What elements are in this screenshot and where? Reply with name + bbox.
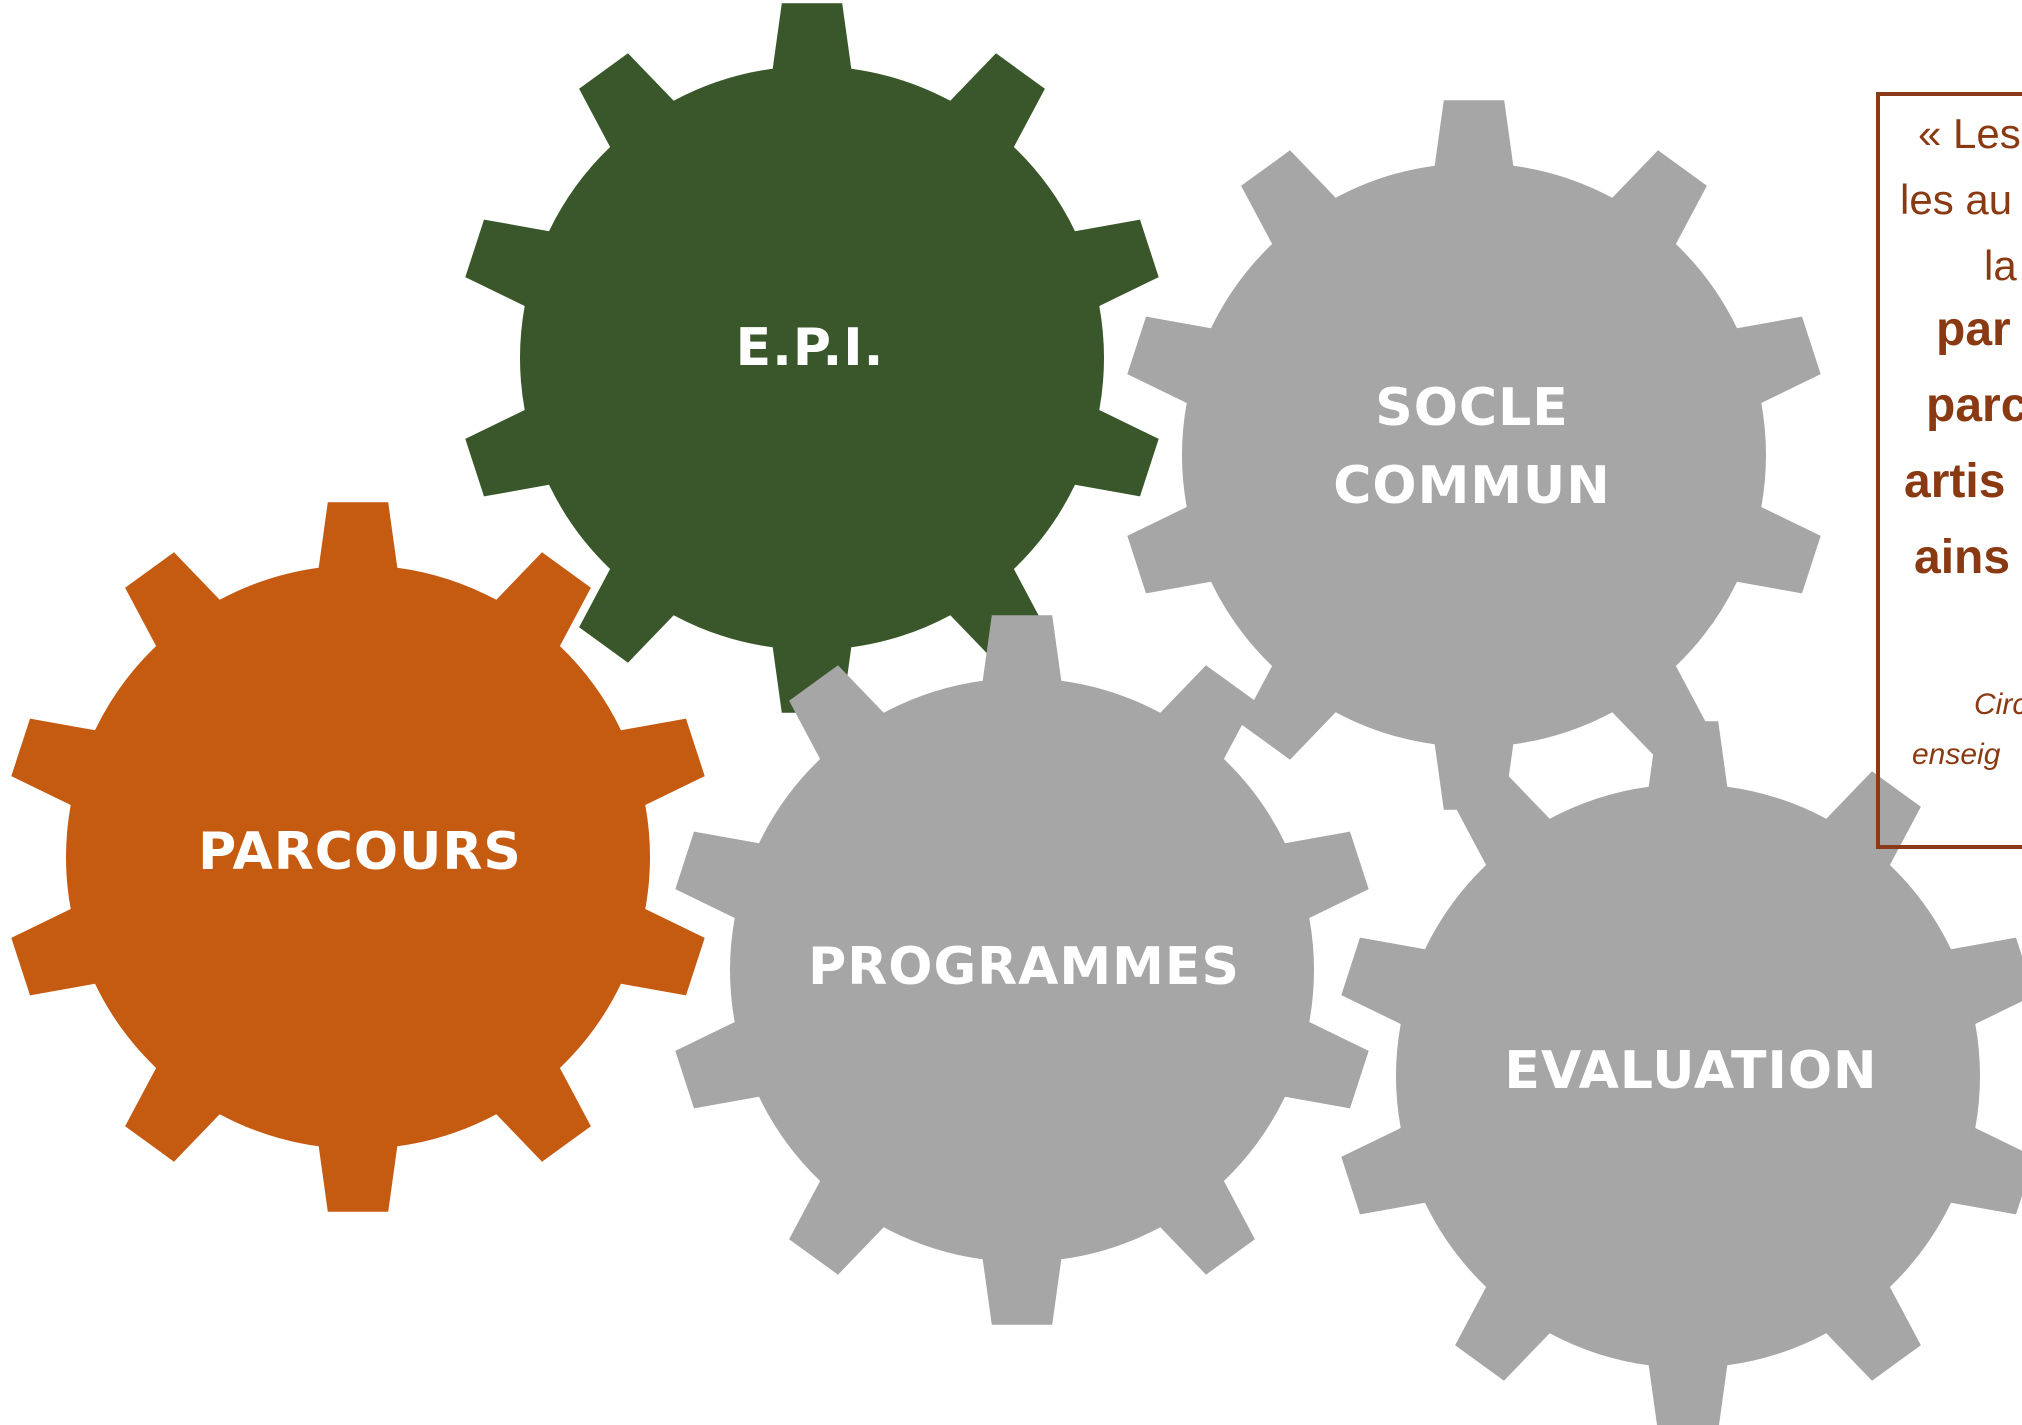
quote-line-5: parc xyxy=(1926,379,2022,432)
gear-epi xyxy=(465,3,1159,713)
gear-label-epi: E.P.I. xyxy=(735,318,885,378)
quote-source-line-2: enseig xyxy=(1912,738,2001,771)
gear-label-programmes: PROGRAMMES xyxy=(808,937,1240,997)
gear-parcours xyxy=(11,502,705,1212)
gear-label-parcours: PARCOURS xyxy=(198,822,522,882)
gear-socle xyxy=(1127,100,1821,810)
quote-line-6: artis xyxy=(1904,455,2006,508)
gear-label-socle-line1: SOCLE xyxy=(1375,378,1569,438)
gear-programmes xyxy=(675,615,1369,1325)
quote-box: « Les les au la par parc artis ains Circ… xyxy=(1876,92,2022,849)
gear-evaluation xyxy=(1341,721,2022,1425)
quote-line-1: « Les xyxy=(1918,110,2021,157)
gear-label-evaluation: EVALUATION xyxy=(1504,1041,1878,1101)
quote-line-3: la xyxy=(1984,242,2017,289)
gear-label-socle-line2: COMMUN xyxy=(1333,456,1611,516)
quote-source-line-1: Circ xyxy=(1974,688,2022,721)
quote-line-2: les au xyxy=(1900,176,2013,223)
quote-line-7: ains xyxy=(1914,531,2011,584)
quote-line-4: par xyxy=(1936,303,2011,356)
